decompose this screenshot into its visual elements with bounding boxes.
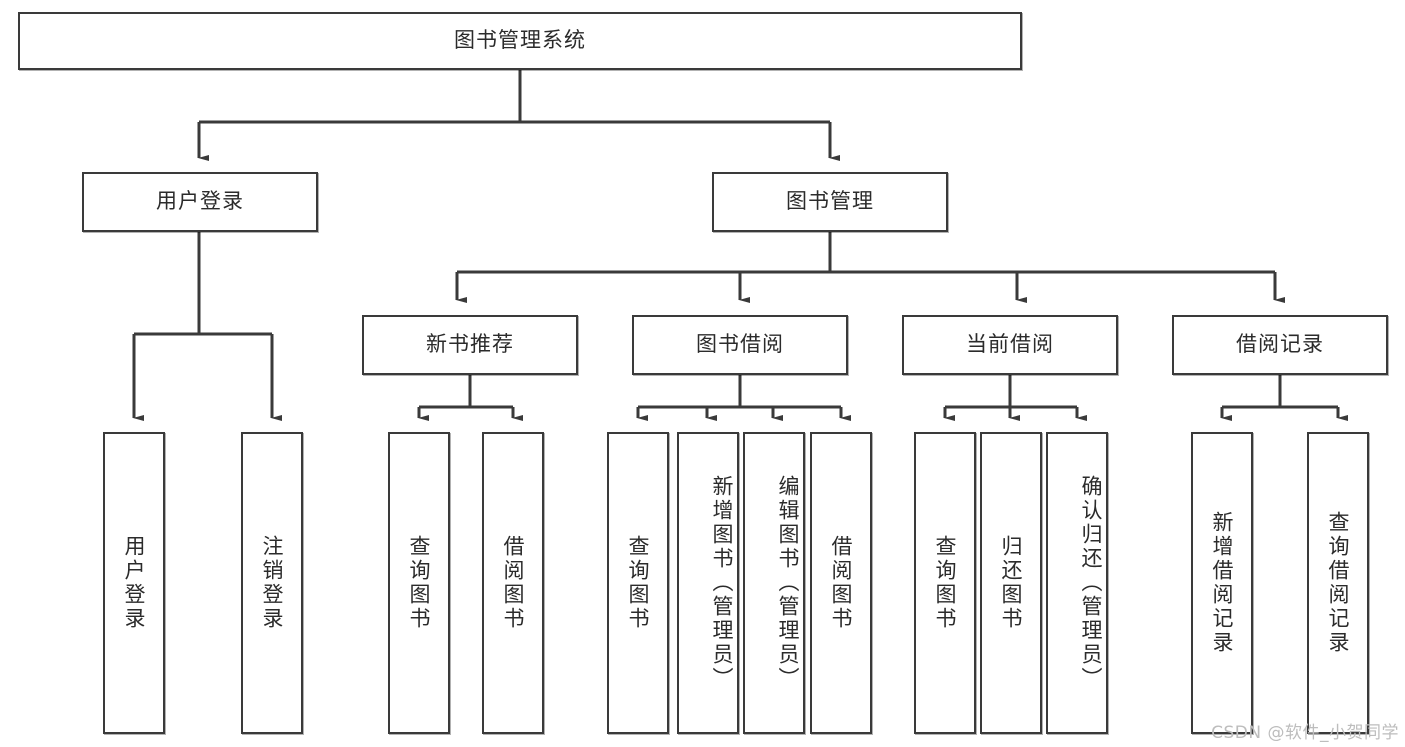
leaf-borrow-books-recommend[interactable]: 借阅图书 [482, 432, 544, 734]
leaf-query-borrow-record[interactable]: 查询借阅记录 [1307, 432, 1369, 734]
leaf-query-books-current[interactable]: 查询图书 [914, 432, 976, 734]
leaf-confirm-return-admin[interactable]: 确认归还（管理员） [1046, 432, 1108, 734]
leaf-borrow-books-borrowing[interactable]: 借阅图书 [810, 432, 872, 734]
leaf-edit-book-admin[interactable]: 编辑图书（管理员） [743, 432, 805, 734]
leaf-add-borrow-record[interactable]: 新增借阅记录 [1191, 432, 1253, 734]
csdn-watermark: CSDN @软件_小贺同学 [1211, 723, 1399, 743]
node-book-borrowing[interactable]: 图书借阅 [632, 315, 848, 375]
leaf-return-books[interactable]: 归还图书 [980, 432, 1042, 734]
leaf-query-books-borrowing[interactable]: 查询图书 [607, 432, 669, 734]
leaf-logout[interactable]: 注销登录 [241, 432, 303, 734]
leaf-query-books-recommend[interactable]: 查询图书 [388, 432, 450, 734]
leaf-add-book-admin[interactable]: 新增图书（管理员） [677, 432, 739, 734]
node-book-management[interactable]: 图书管理 [712, 172, 948, 232]
node-current-borrowing[interactable]: 当前借阅 [902, 315, 1118, 375]
root-library-management-system[interactable]: 图书管理系统 [18, 12, 1022, 70]
node-new-book-recommendation[interactable]: 新书推荐 [362, 315, 578, 375]
leaf-user-login[interactable]: 用户登录 [103, 432, 165, 734]
node-user-login[interactable]: 用户登录 [82, 172, 318, 232]
node-borrowing-records[interactable]: 借阅记录 [1172, 315, 1388, 375]
